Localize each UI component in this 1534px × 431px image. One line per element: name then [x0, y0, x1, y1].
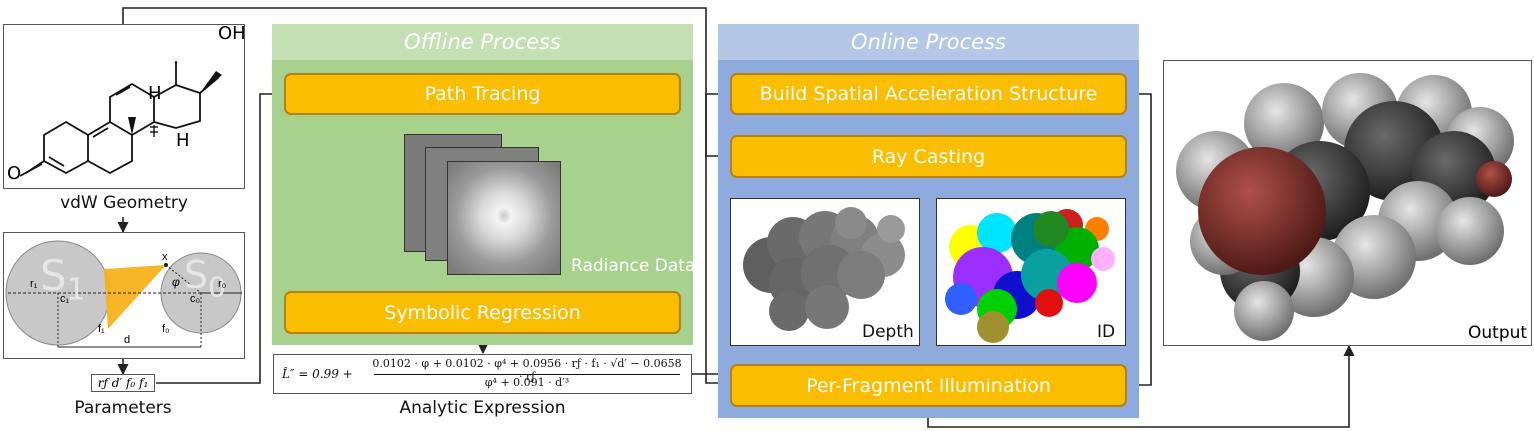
label-c1: c₁	[60, 293, 70, 305]
depth-label: Depth	[862, 322, 914, 342]
output-image: Output	[1163, 60, 1532, 346]
parameters-value: rƒ d′ f₀ f₁	[97, 376, 149, 390]
depth-image	[730, 198, 920, 346]
online-title: Online Process	[718, 24, 1139, 60]
molecule-label-o: O	[7, 163, 22, 184]
formula-lhs: L̂″ = 0.99 +	[282, 367, 353, 381]
formula-numerator: 0.0102 · φ + 0.0102 · φ⁴ + 0.0956 · rƒ ·…	[372, 357, 682, 383]
label-r0: r₀	[218, 278, 227, 290]
geometry-diagram	[5, 240, 242, 348]
parameters-caption: Parameters	[74, 398, 172, 418]
s1-watermark: S1	[40, 251, 86, 308]
molecule-caption: vdW Geometry	[60, 193, 188, 213]
formula-box: L̂″ = 0.99 + 0.0102 · φ + 0.0102 · φ⁴ + …	[273, 354, 692, 394]
molecule-label-h-bottom: H	[176, 130, 190, 151]
radiance-label: Radiance Data	[571, 256, 696, 276]
label-c0: c₀	[190, 293, 201, 305]
s0-watermark: S0	[184, 253, 226, 304]
path-tracing-step: Path Tracing	[284, 73, 681, 115]
radiance-image-front	[447, 161, 561, 275]
molecule-structure	[19, 61, 222, 177]
output-render	[1176, 73, 1514, 341]
offline-title: Offline Process	[272, 24, 693, 60]
formula-denominator: φ⁴ + 0.091 · d′³	[484, 376, 570, 389]
id-image	[936, 198, 1126, 346]
id-label: ID	[1097, 322, 1116, 342]
depth-render	[743, 207, 905, 331]
per-fragment-illumination-step: Per-Fragment Illumination	[730, 364, 1127, 407]
molecule-label-oh: OH	[218, 23, 246, 44]
label-r1: r₁	[30, 278, 38, 290]
label-f1: f₁	[98, 323, 105, 335]
label-f0: f₀	[162, 323, 170, 335]
build-to-illumination-arrow	[1125, 93, 1152, 391]
build-acceleration-step: Build Spatial Acceleration Structure	[730, 73, 1127, 115]
parameters-box: rƒ d′ f₀ f₁	[91, 374, 155, 392]
label-phi: φ	[172, 275, 180, 289]
symbolic-regression-step: Symbolic Regression	[284, 291, 681, 334]
formula-fraction-bar	[374, 374, 680, 375]
output-label: Output	[1468, 323, 1528, 343]
molecule-box: OH O H H	[3, 23, 246, 189]
formula-caption: Analytic Expression	[399, 398, 566, 418]
ray-casting-step: Ray Casting	[730, 135, 1127, 178]
id-render	[945, 209, 1115, 343]
label-d: d	[124, 334, 131, 346]
geometry-to-build-arrow	[122, 7, 732, 100]
label-x: x	[162, 251, 168, 263]
geometry-diagram-box: S1 S0 r₁ c₁ f₁ x φ c₀ r₀ f₀ d	[3, 232, 245, 359]
molecule-label-h-top: H	[148, 83, 162, 104]
